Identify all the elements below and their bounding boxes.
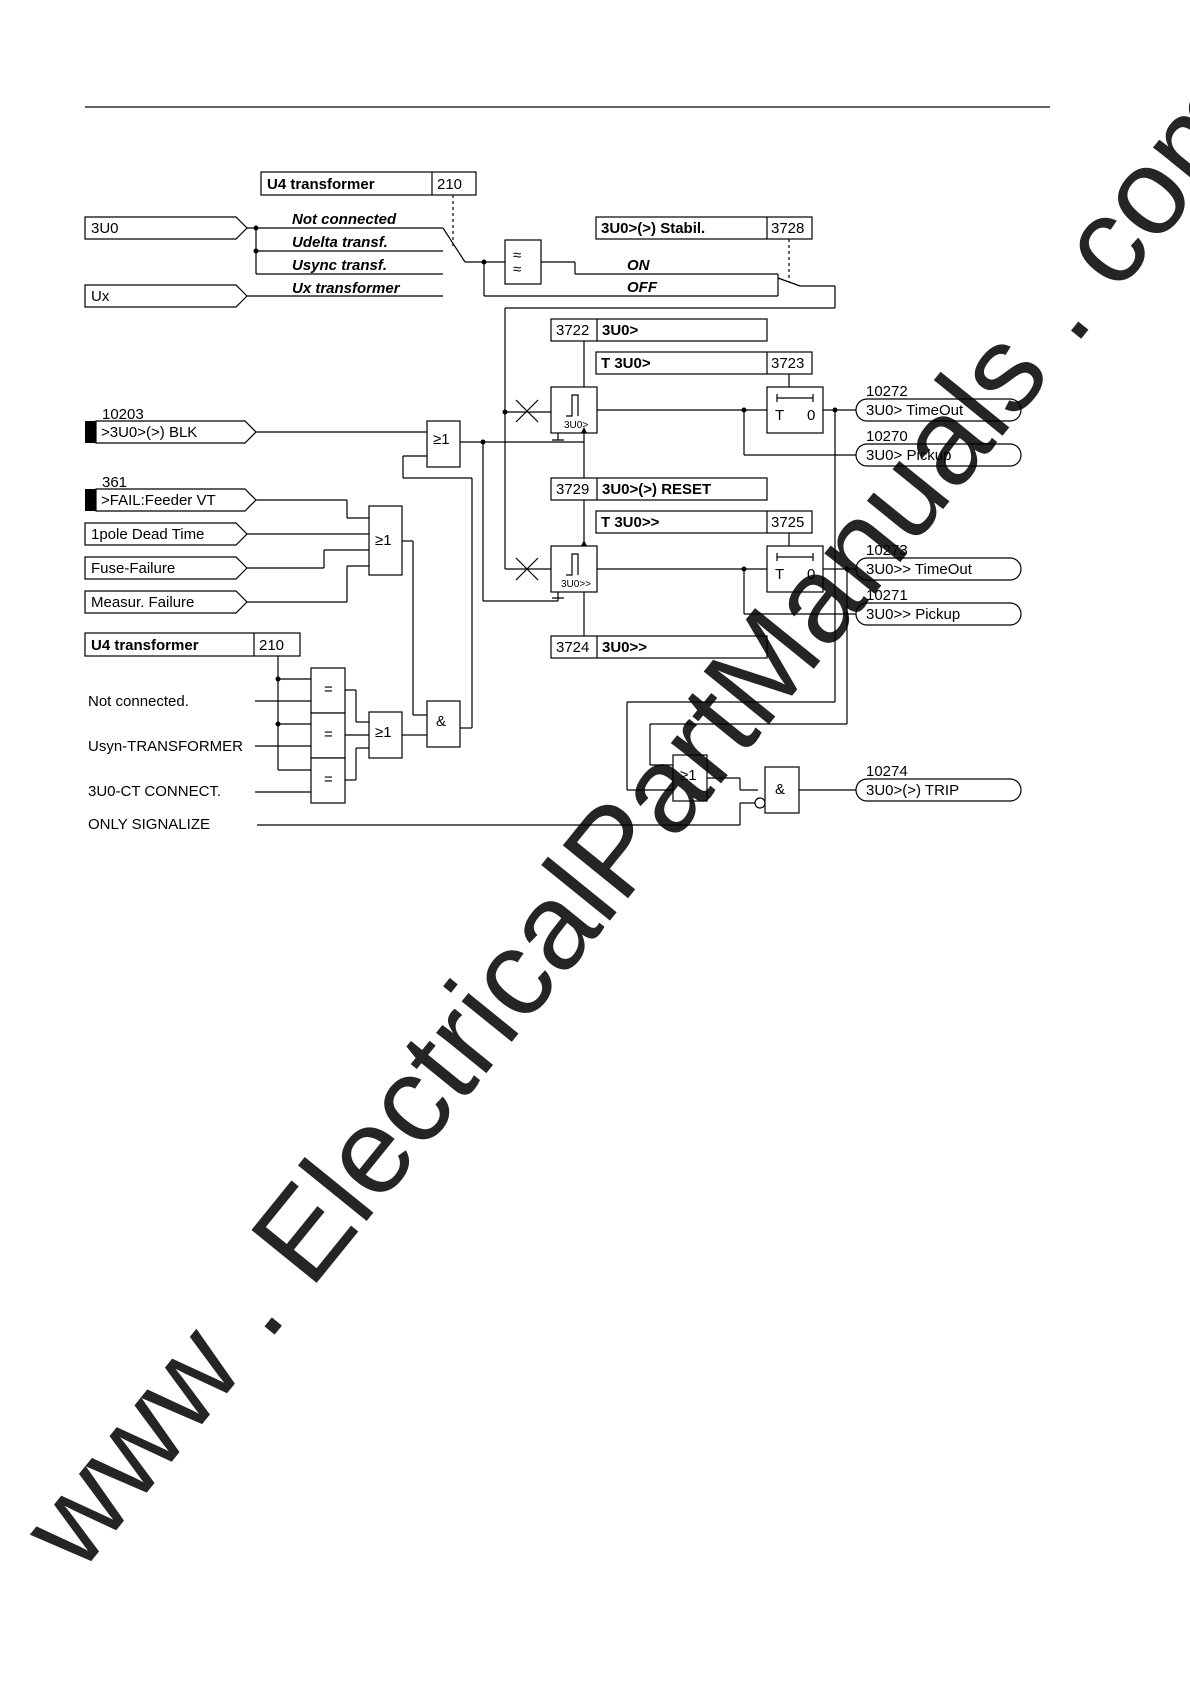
setting-3729-label: 3U0>(>) RESET xyxy=(602,481,711,498)
eq-gate-3-label: = xyxy=(324,771,333,788)
output-10270-number: 10270 xyxy=(866,428,908,445)
input-blk: 10203 >3U0>(>) BLK xyxy=(85,406,427,444)
output-10273-number: 10273 xyxy=(866,542,908,559)
setting-3722-label: 3U0> xyxy=(602,322,639,339)
stage-2-label: 3U0>> xyxy=(561,579,591,590)
input-blk-number: 10203 xyxy=(102,406,144,423)
input-fail-number: 361 xyxy=(102,474,127,491)
stage-1-label: 3U0> xyxy=(564,420,588,431)
input-blk-label: >3U0>(>) BLK xyxy=(101,424,197,441)
setting-3724-label: 3U0>> xyxy=(602,639,647,656)
filter-block: ≈ ≈ xyxy=(481,239,836,412)
stabil-off: OFF xyxy=(627,279,658,296)
or-gate-trip-label: ≥1 xyxy=(680,767,697,784)
output-10270: 10270 3U0> Pickup xyxy=(855,428,1022,467)
or-gate-u4: ≥1 xyxy=(368,711,427,759)
setting-3724-address: 3724 xyxy=(556,639,589,656)
output-10271: 10271 3U0>> Pickup xyxy=(855,587,1022,626)
setting-3723-label: T 3U0> xyxy=(601,355,651,372)
setting-3725: T 3U0>> 3725 xyxy=(595,510,813,546)
stabil-label: 3U0>(>) Stabil. xyxy=(601,220,705,237)
svg-text:≈: ≈ xyxy=(513,261,521,278)
threshold-stage-2: 3U0>> xyxy=(504,412,856,615)
option-not-connected: Not connected. xyxy=(88,693,189,710)
stabil-address: 3728 xyxy=(771,220,804,237)
or-gate-failures-label: ≥1 xyxy=(375,532,392,549)
or-gate-u4-label: ≥1 xyxy=(375,724,392,741)
output-10272-number: 10272 xyxy=(866,383,908,400)
input-fail-label: >FAIL:Feeder VT xyxy=(101,492,216,509)
input-measur-label: Measur. Failure xyxy=(91,594,194,611)
setting-3722: 3722 3U0> xyxy=(550,318,768,387)
u4-selector: Not connected Udelta transf. Usync trans… xyxy=(247,211,505,297)
eq-gate-1-label: = xyxy=(324,681,333,698)
setting-3725-address: 3725 xyxy=(771,514,804,531)
output-10274: 10274 3U0>(>) TRIP xyxy=(855,763,1022,802)
output-10274-number: 10274 xyxy=(866,763,908,780)
u4-transformer-setting-top: U4 transformer 210 xyxy=(260,171,477,247)
output-10274-label: 3U0>(>) TRIP xyxy=(866,782,959,799)
u4-option-usync: Usync transf. xyxy=(292,257,387,274)
option-only-signalize: ONLY SIGNALIZE xyxy=(88,816,210,833)
timer-1-t: T xyxy=(775,407,784,424)
input-fail-feeder-vt: 361 >FAIL:Feeder VT xyxy=(85,474,369,519)
eq-gate-2-label: = xyxy=(324,726,333,743)
timer-stage-1: T 0 xyxy=(766,386,856,434)
or-gate-blk-label: ≥1 xyxy=(433,431,450,448)
stabil-on: ON xyxy=(627,257,651,274)
input-ux: Ux xyxy=(84,284,248,308)
timer-2-t: T xyxy=(775,566,784,583)
setting-3729-address: 3729 xyxy=(556,481,589,498)
or-gate-blk: ≥1 xyxy=(402,420,584,729)
and-gate-trip-label: & xyxy=(775,781,785,798)
output-10273-label: 3U0>> TimeOut xyxy=(866,561,973,578)
setting-3724: 3724 3U0>> xyxy=(550,589,768,659)
output-10272: 10272 3U0> TimeOut xyxy=(855,383,1022,422)
input-measur-failure: Measur. Failure xyxy=(84,565,369,614)
input-fuse-label: Fuse-Failure xyxy=(91,560,175,577)
timer-stage-2: T 0 xyxy=(766,545,856,593)
option-usyn-transformer: Usyn-TRANSFORMER xyxy=(88,738,243,755)
and-gate-block-label: & xyxy=(436,713,446,730)
u4-option-not-connected: Not connected xyxy=(292,211,397,228)
setting-3725-label: T 3U0>> xyxy=(601,514,660,531)
setting-3723: T 3U0> 3723 xyxy=(595,351,813,387)
u4-option-udelta: Udelta transf. xyxy=(292,234,388,251)
and-gate-block: & xyxy=(426,700,461,748)
stabil-setting: 3U0>(>) Stabil. 3728 ON OFF xyxy=(595,216,813,296)
u4-bottom-options: Not connected. Usyn-TRANSFORMER 3U0-CT C… xyxy=(88,693,740,833)
output-10271-number: 10271 xyxy=(866,587,908,604)
setting-3723-address: 3723 xyxy=(771,355,804,372)
input-fuse-failure: Fuse-Failure xyxy=(84,549,369,580)
input-ux-label: Ux xyxy=(91,288,110,305)
u4-bottom-address: 210 xyxy=(259,637,284,654)
output-10271-label: 3U0>> Pickup xyxy=(866,606,960,623)
input-3u0-label: 3U0 xyxy=(91,220,119,237)
option-3u0-ct-connect: 3U0-CT CONNECT. xyxy=(88,783,221,800)
timer-2-zero: 0 xyxy=(807,566,815,583)
u4-top-address: 210 xyxy=(437,176,462,193)
u4-transformer-setting-bottom: U4 transformer 210 xyxy=(84,632,311,771)
threshold-stage-1: 3U0> xyxy=(502,386,856,456)
timer-1-zero: 0 xyxy=(807,407,815,424)
input-3u0: 3U0 xyxy=(84,216,248,240)
or-gate-failures: ≥1 xyxy=(368,505,427,716)
setting-3722-address: 3722 xyxy=(556,322,589,339)
trip-logic: ≥1 & xyxy=(626,410,856,825)
input-dead-time-label: 1pole Dead Time xyxy=(91,526,204,543)
u4-bottom-label: U4 transformer xyxy=(91,637,199,654)
u4-option-ux: Ux transformer xyxy=(292,280,401,297)
u4-top-label: U4 transformer xyxy=(267,176,375,193)
setting-3729: 3729 3U0>(>) RESET xyxy=(550,477,768,501)
output-10273: 10273 3U0>> TimeOut xyxy=(855,542,1022,581)
output-10270-label: 3U0> Pickup xyxy=(866,447,951,464)
filter-icon: ≈ xyxy=(513,247,521,264)
output-10272-label: 3U0> TimeOut xyxy=(866,402,964,419)
equality-gates: = = = xyxy=(310,667,369,804)
input-dead-time: 1pole Dead Time xyxy=(84,522,369,546)
